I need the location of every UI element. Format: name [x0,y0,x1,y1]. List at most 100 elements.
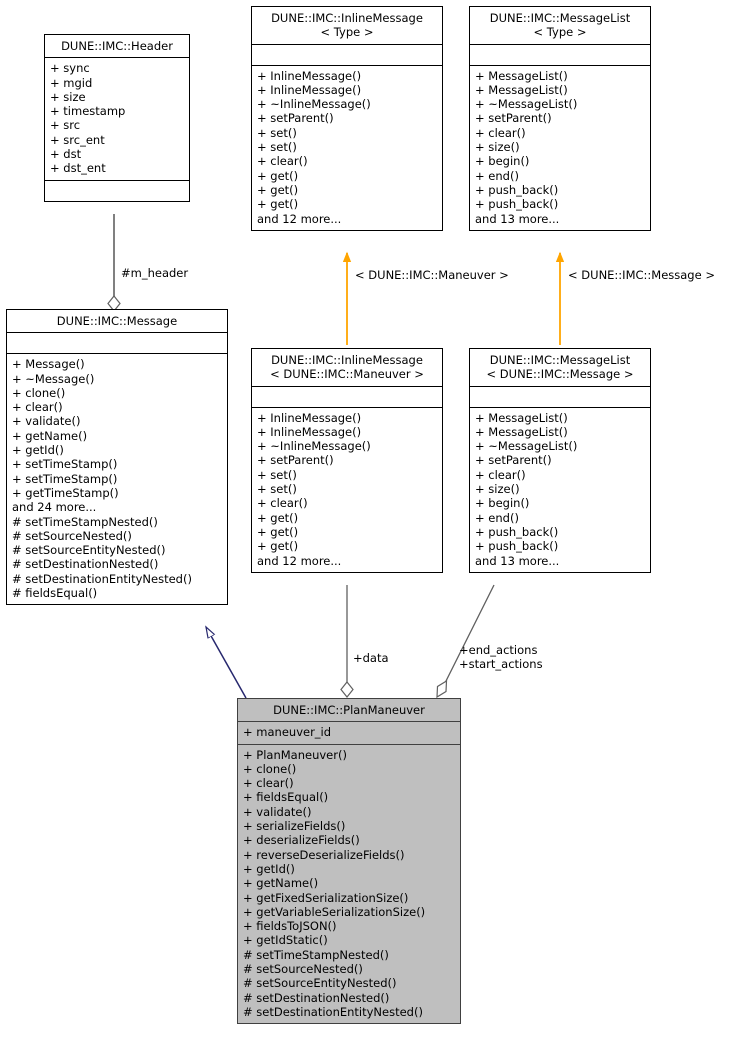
operation-row: # setDestinationNested() [12,557,159,572]
operation-row: + MessageList() [475,410,568,425]
operation-row: + begin() [475,496,530,511]
operation-row: + MessageList() [475,82,568,97]
operation-row: + get() [257,197,299,212]
operation-row: + ~InlineMessage() [257,439,371,454]
operation-row: + set() [257,482,297,497]
attribute-row: + sync [50,61,90,76]
operation-row-more: and 13 more... [475,553,560,568]
class-title-plan-maneuver: DUNE::IMC::PlanManeuver [273,703,425,717]
operation-row: + validate() [243,804,312,819]
class-attributes-plan-maneuver: + maneuver_id [238,721,460,743]
operation-row: + getTimeStamp() [12,485,119,500]
operation-row: + clear() [12,400,63,415]
operation-row: + size() [475,482,520,497]
class-box-message[interactable]: DUNE::IMC::Message + Message() + ~Messag… [6,309,228,606]
class-box-message-list-message[interactable]: DUNE::IMC::MessageList < DUNE::IMC::Mess… [469,348,651,573]
operation-row: # setSourceEntityNested() [12,543,166,558]
attribute-row: + mgid [50,75,93,90]
edge-label-data: +data [353,651,389,665]
operation-row: + InlineMessage() [257,424,362,439]
operation-row: + set() [257,140,297,155]
class-title-inline-message-maneuver: DUNE::IMC::InlineMessage < DUNE::IMC::Ma… [270,353,424,382]
operation-row: + clear() [257,496,308,511]
operation-row: # setTimeStampNested() [12,514,158,529]
operation-row: + get() [257,510,299,525]
operation-row: + getId() [243,861,295,876]
class-title-message-list-generic: DUNE::IMC::MessageList < Type > [489,11,631,40]
operation-row-more: and 12 more... [257,553,342,568]
class-operations-header [45,179,189,201]
attribute-row: + dst [50,147,82,162]
class-operations-message-list-message: + MessageList() + MessageList() + ~Messa… [470,406,650,572]
operation-row-more: and 24 more... [12,500,97,515]
class-operations-message-list-generic: + MessageList() + MessageList() + ~Messa… [470,64,650,230]
operation-row: + push_back() [475,182,559,197]
operation-row: + InlineMessage() [257,68,362,83]
operation-row: # setSourceEntityNested() [243,976,397,991]
class-box-inline-message-generic[interactable]: DUNE::IMC::InlineMessage < Type > + Inli… [251,6,443,231]
operation-row-more: and 13 more... [475,211,560,226]
operation-row: + clear() [257,154,308,169]
operation-row: # fieldsEqual() [12,586,98,601]
operation-row: + fieldsToJSON() [243,919,337,934]
class-operations-inline-message-maneuver: + InlineMessage() + InlineMessage() + ~I… [252,406,442,572]
operation-row: + end() [475,510,519,525]
operation-row: + clone() [12,385,66,400]
attribute-row: + timestamp [50,104,126,119]
operation-row: + MessageList() [475,424,568,439]
operation-row: + serializeFields() [243,819,346,834]
class-box-plan-maneuver[interactable]: DUNE::IMC::PlanManeuver + maneuver_id + … [237,698,461,1025]
operation-row: + MessageList() [475,68,568,83]
edge-messagelist-actions-aggregation [436,584,495,699]
edge-message-inherits-planmaneuver [206,627,247,699]
operation-row: # setSourceNested() [243,962,363,977]
operation-row: + set() [257,125,297,140]
operation-row: + push_back() [475,197,559,212]
operation-row: + get() [257,524,299,539]
edge-label-maneuver-template: < DUNE::IMC::Maneuver > [355,268,509,282]
operation-row: + setParent() [257,453,334,468]
operation-row: + end() [475,168,519,183]
operation-row: + clear() [475,467,526,482]
operation-row: + PlanManeuver() [243,747,347,762]
operation-row: + push_back() [475,524,559,539]
class-operations-message: + Message() + ~Message() + clone() + cle… [7,353,227,604]
class-title-header: DUNE::IMC::Header [61,39,173,53]
class-box-header[interactable]: DUNE::IMC::Header + sync + mgid + size +… [44,34,190,202]
class-title-message: DUNE::IMC::Message [56,314,178,328]
edge-label-message-template: < DUNE::IMC::Message > [568,268,715,282]
operation-row: + Message() [12,357,85,372]
attribute-row: + dst_ent [50,161,106,176]
operation-row: # setTimeStampNested() [243,947,389,962]
operation-row: + validate() [12,414,81,429]
operation-row: + set() [257,467,297,482]
operation-row: + ~MessageList() [475,97,578,112]
operation-row: + getFixedSerializationSize() [243,890,409,905]
class-attributes-message [7,332,227,353]
class-box-message-list-generic[interactable]: DUNE::IMC::MessageList < Type > + Messag… [469,6,651,231]
operation-row: + reverseDeserializeFields() [243,847,405,862]
operation-row: + setTimeStamp() [12,457,118,472]
operation-row: + getVariableSerializationSize() [243,904,426,919]
operation-row: + get() [257,539,299,554]
operation-row: # setDestinationEntityNested() [243,1004,423,1019]
operation-row: + setParent() [257,111,334,126]
operation-row-more: and 12 more... [257,211,342,226]
operation-row: + setParent() [475,111,552,126]
class-attributes-inline-message-generic [252,43,442,65]
operation-row: + getIdStatic() [243,933,328,948]
operation-row: + get() [257,168,299,183]
edge-inline-data-aggregation [340,585,354,698]
operation-row: # setSourceNested() [12,528,132,543]
class-operations-inline-message-generic: + InlineMessage() + InlineMessage() + ~I… [252,64,442,230]
operation-row: # setDestinationNested() [243,990,390,1005]
class-box-inline-message-maneuver[interactable]: DUNE::IMC::InlineMessage < DUNE::IMC::Ma… [251,348,443,573]
operation-row: + getId() [12,443,64,458]
edge-label-actions: +end_actions +start_actions [459,643,543,672]
class-attributes-header: + sync + mgid + size + timestamp + src +… [45,57,189,179]
operation-row: + getName() [12,428,88,443]
operation-row: + setParent() [475,453,552,468]
class-operations-plan-maneuver: + PlanManeuver() + clone() + clear() + f… [238,743,460,1024]
operation-row: + get() [257,182,299,197]
operation-row: + fieldsEqual() [243,790,329,805]
